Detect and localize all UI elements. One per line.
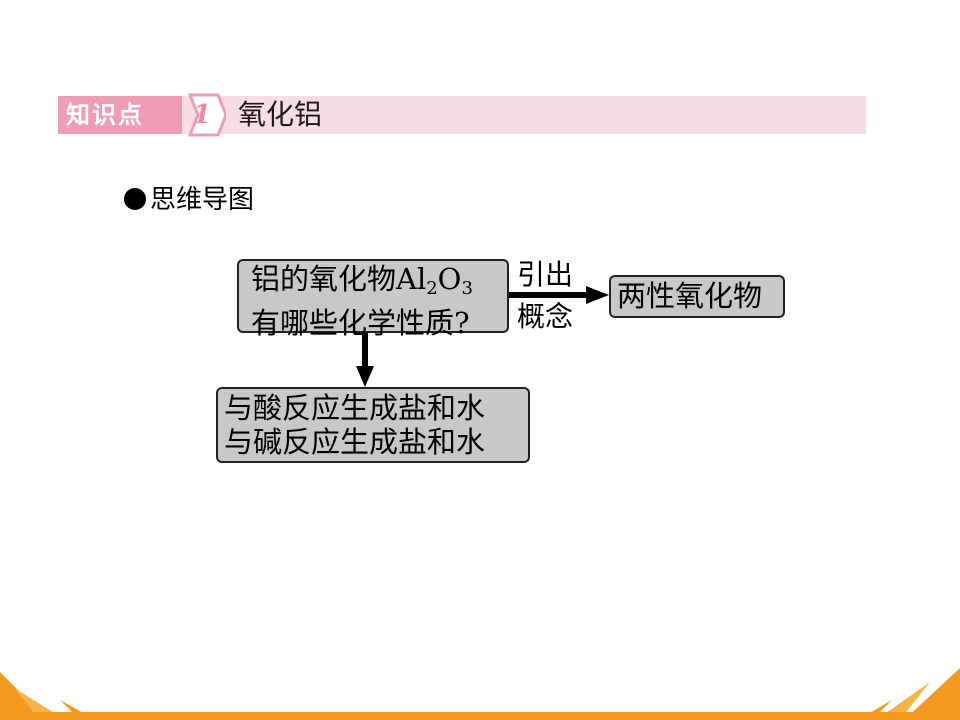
edge-label-bottom: 概念: [517, 300, 574, 333]
header-tag-label: 知识点: [66, 101, 144, 129]
corner-right-small: [876, 682, 930, 720]
reaction-node-line2: 与碱反应生成盐和水: [224, 425, 486, 459]
edge-label-top: 引出: [517, 258, 574, 291]
bottom-accent-line: [0, 712, 960, 720]
section-heading: 思维导图: [124, 183, 254, 217]
corner-right-big: [904, 668, 960, 720]
main-question-node: 铝的氧化物Al2O3 有哪些化学性质?: [237, 259, 509, 340]
arrow-to-reaction-head: [356, 366, 374, 387]
arrow-to-result-head: [586, 286, 609, 304]
bullet-icon: [124, 188, 146, 210]
page-title: 氧化铝: [238, 98, 323, 131]
reaction-node-line1: 与酸反应生成盐和水: [224, 391, 486, 425]
main-node-line1: 铝的氧化物Al2O3: [251, 262, 473, 299]
badge-icon: [187, 93, 226, 137]
amphoteric-oxide-node: 两性氧化物: [609, 275, 785, 318]
badge-number: 1: [192, 100, 212, 130]
main-node-line2: 有哪些化学性质?: [251, 306, 470, 340]
section-heading-text: 思维导图: [150, 185, 255, 215]
header-tag: [58, 96, 182, 134]
reaction-node: 与酸反应生成盐和水 与碱反应生成盐和水: [216, 387, 530, 463]
result-node-text: 两性氧化物: [617, 279, 763, 313]
